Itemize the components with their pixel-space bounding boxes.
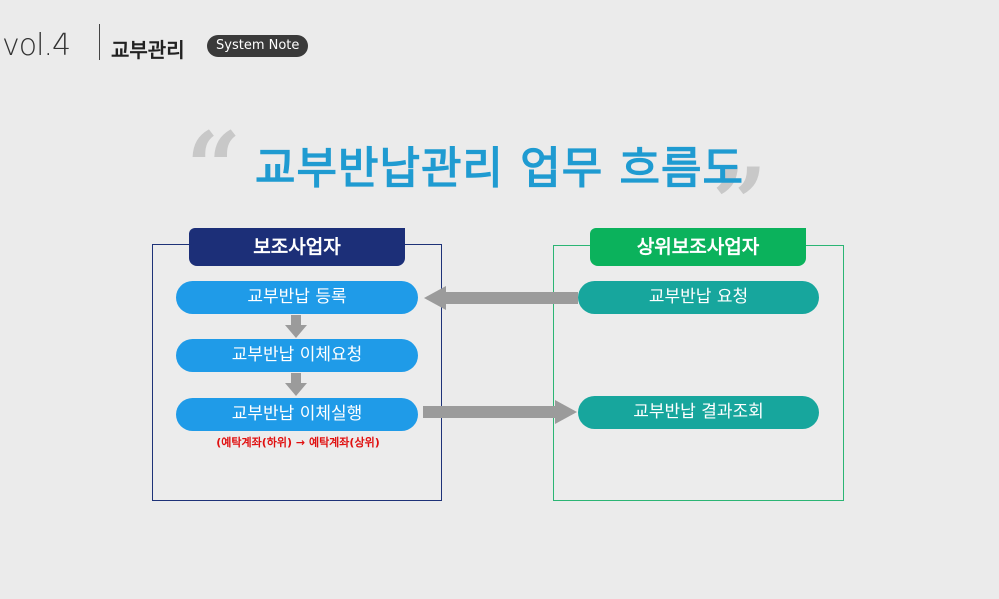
open-quote-icon: “ [186, 111, 242, 224]
sub-operator-label: 보조사업자 [189, 228, 405, 266]
arrow-execute-to-result [423, 400, 577, 424]
arrow-request-to-register [424, 286, 578, 310]
step-return-request: 교부반납 요청 [578, 281, 819, 314]
arrow-transfer-request-to-execute [285, 373, 307, 396]
diagram-title: 교부반납관리 업무 흐름도 [255, 143, 744, 194]
section-title: 교부관리 [111, 38, 185, 62]
account-flow-note: (예탁계좌(하위) → 예탁계좌(상위) [216, 436, 380, 449]
step-register: 교부반납 등록 [176, 281, 418, 314]
upper-operator-label: 상위보조사업자 [590, 228, 806, 266]
volume-label: vol.4 [2, 28, 71, 63]
step-transfer-execute: 교부반납 이체실행 [176, 398, 418, 431]
header-divider [99, 24, 100, 60]
system-note-badge: System Note [207, 35, 309, 57]
step-transfer-request: 교부반납 이체요청 [176, 339, 418, 372]
step-result-inquiry: 교부반납 결과조회 [578, 396, 819, 429]
arrow-register-to-transfer-request [285, 315, 307, 338]
